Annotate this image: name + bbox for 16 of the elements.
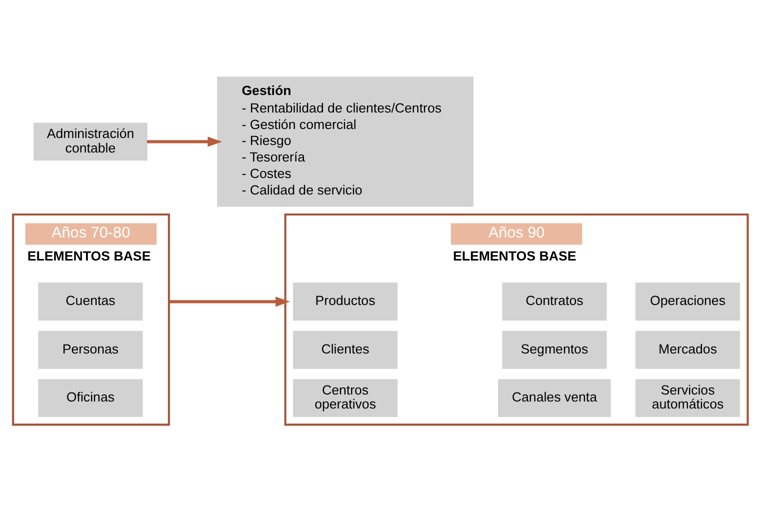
node-box: Contratos <box>502 282 607 321</box>
node-box: Clientes <box>292 330 398 369</box>
node-box: Centros operativos <box>292 379 398 417</box>
node-box: Productos <box>292 282 398 321</box>
node-box: Servicios automáticos <box>635 379 740 417</box>
arrow <box>168 296 290 307</box>
node-box: Gestión - Rentabilidad de clientes/Centros - Gestión comercial - Riesgo - Tesorería - Costes - Calidad de servicio <box>217 76 474 207</box>
node-box: Canales venta <box>498 379 611 417</box>
node-box: Segmentos <box>502 330 607 369</box>
node-box: Personas <box>38 330 143 369</box>
node-box: Oficinas <box>38 379 143 417</box>
node-box: Operaciones <box>635 282 740 321</box>
node-box: Administración contable <box>34 122 148 161</box>
node-box: Mercados <box>635 330 740 369</box>
arrow <box>146 136 222 147</box>
node-box: Cuentas <box>38 282 143 321</box>
